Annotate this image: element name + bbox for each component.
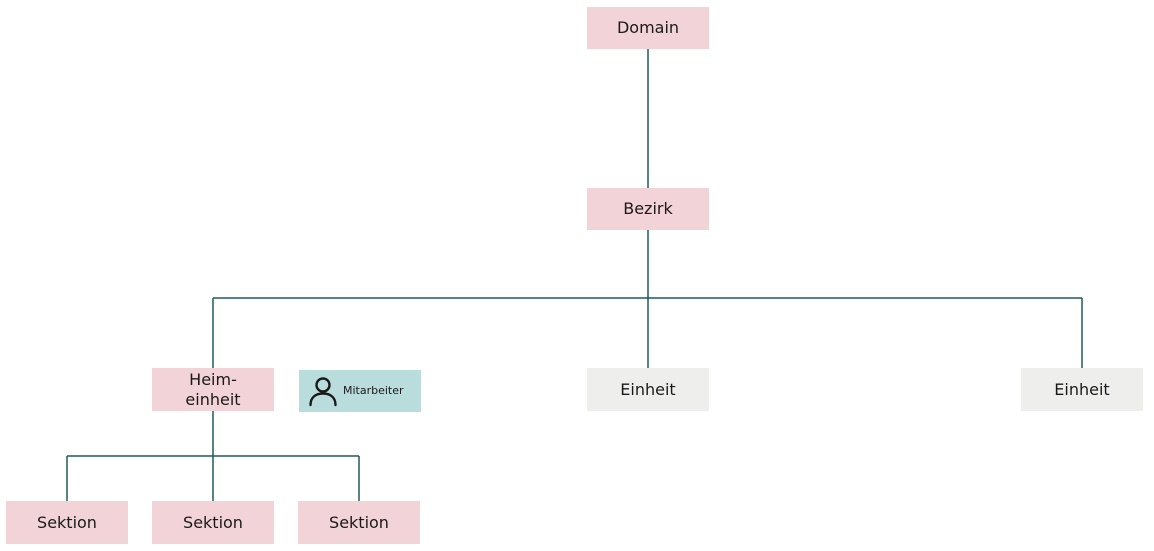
node-sektion-1: Sektion	[6, 501, 128, 544]
user-icon	[309, 377, 337, 407]
node-domain-label: Domain	[616, 18, 680, 37]
node-sektion-3-label: Sektion	[329, 512, 389, 532]
node-bezirk: Bezirk	[587, 188, 709, 230]
node-heimeinheit-label-line2: einheit	[185, 389, 241, 409]
node-heimeinheit: Heim- einheit	[152, 368, 274, 411]
node-mitarbeiter: Mitarbeiter	[299, 370, 421, 412]
node-sektion-2-label: Sektion	[183, 512, 243, 532]
node-mitarbeiter-label: Mitarbeiter	[343, 384, 404, 397]
node-einheit-2: Einheit	[1021, 368, 1143, 411]
node-bezirk-label: Bezirk	[623, 199, 673, 218]
node-einheit-2-label: Einheit	[1054, 379, 1110, 399]
node-einheit-1: Einheit	[587, 368, 709, 411]
node-sektion-2: Sektion	[152, 501, 274, 544]
node-domain: Domain	[587, 7, 709, 49]
node-einheit-1-label: Einheit	[620, 379, 676, 399]
node-sektion-3: Sektion	[298, 501, 420, 544]
node-sektion-1-label: Sektion	[37, 512, 97, 532]
node-heimeinheit-label-line1: Heim-	[189, 369, 237, 389]
